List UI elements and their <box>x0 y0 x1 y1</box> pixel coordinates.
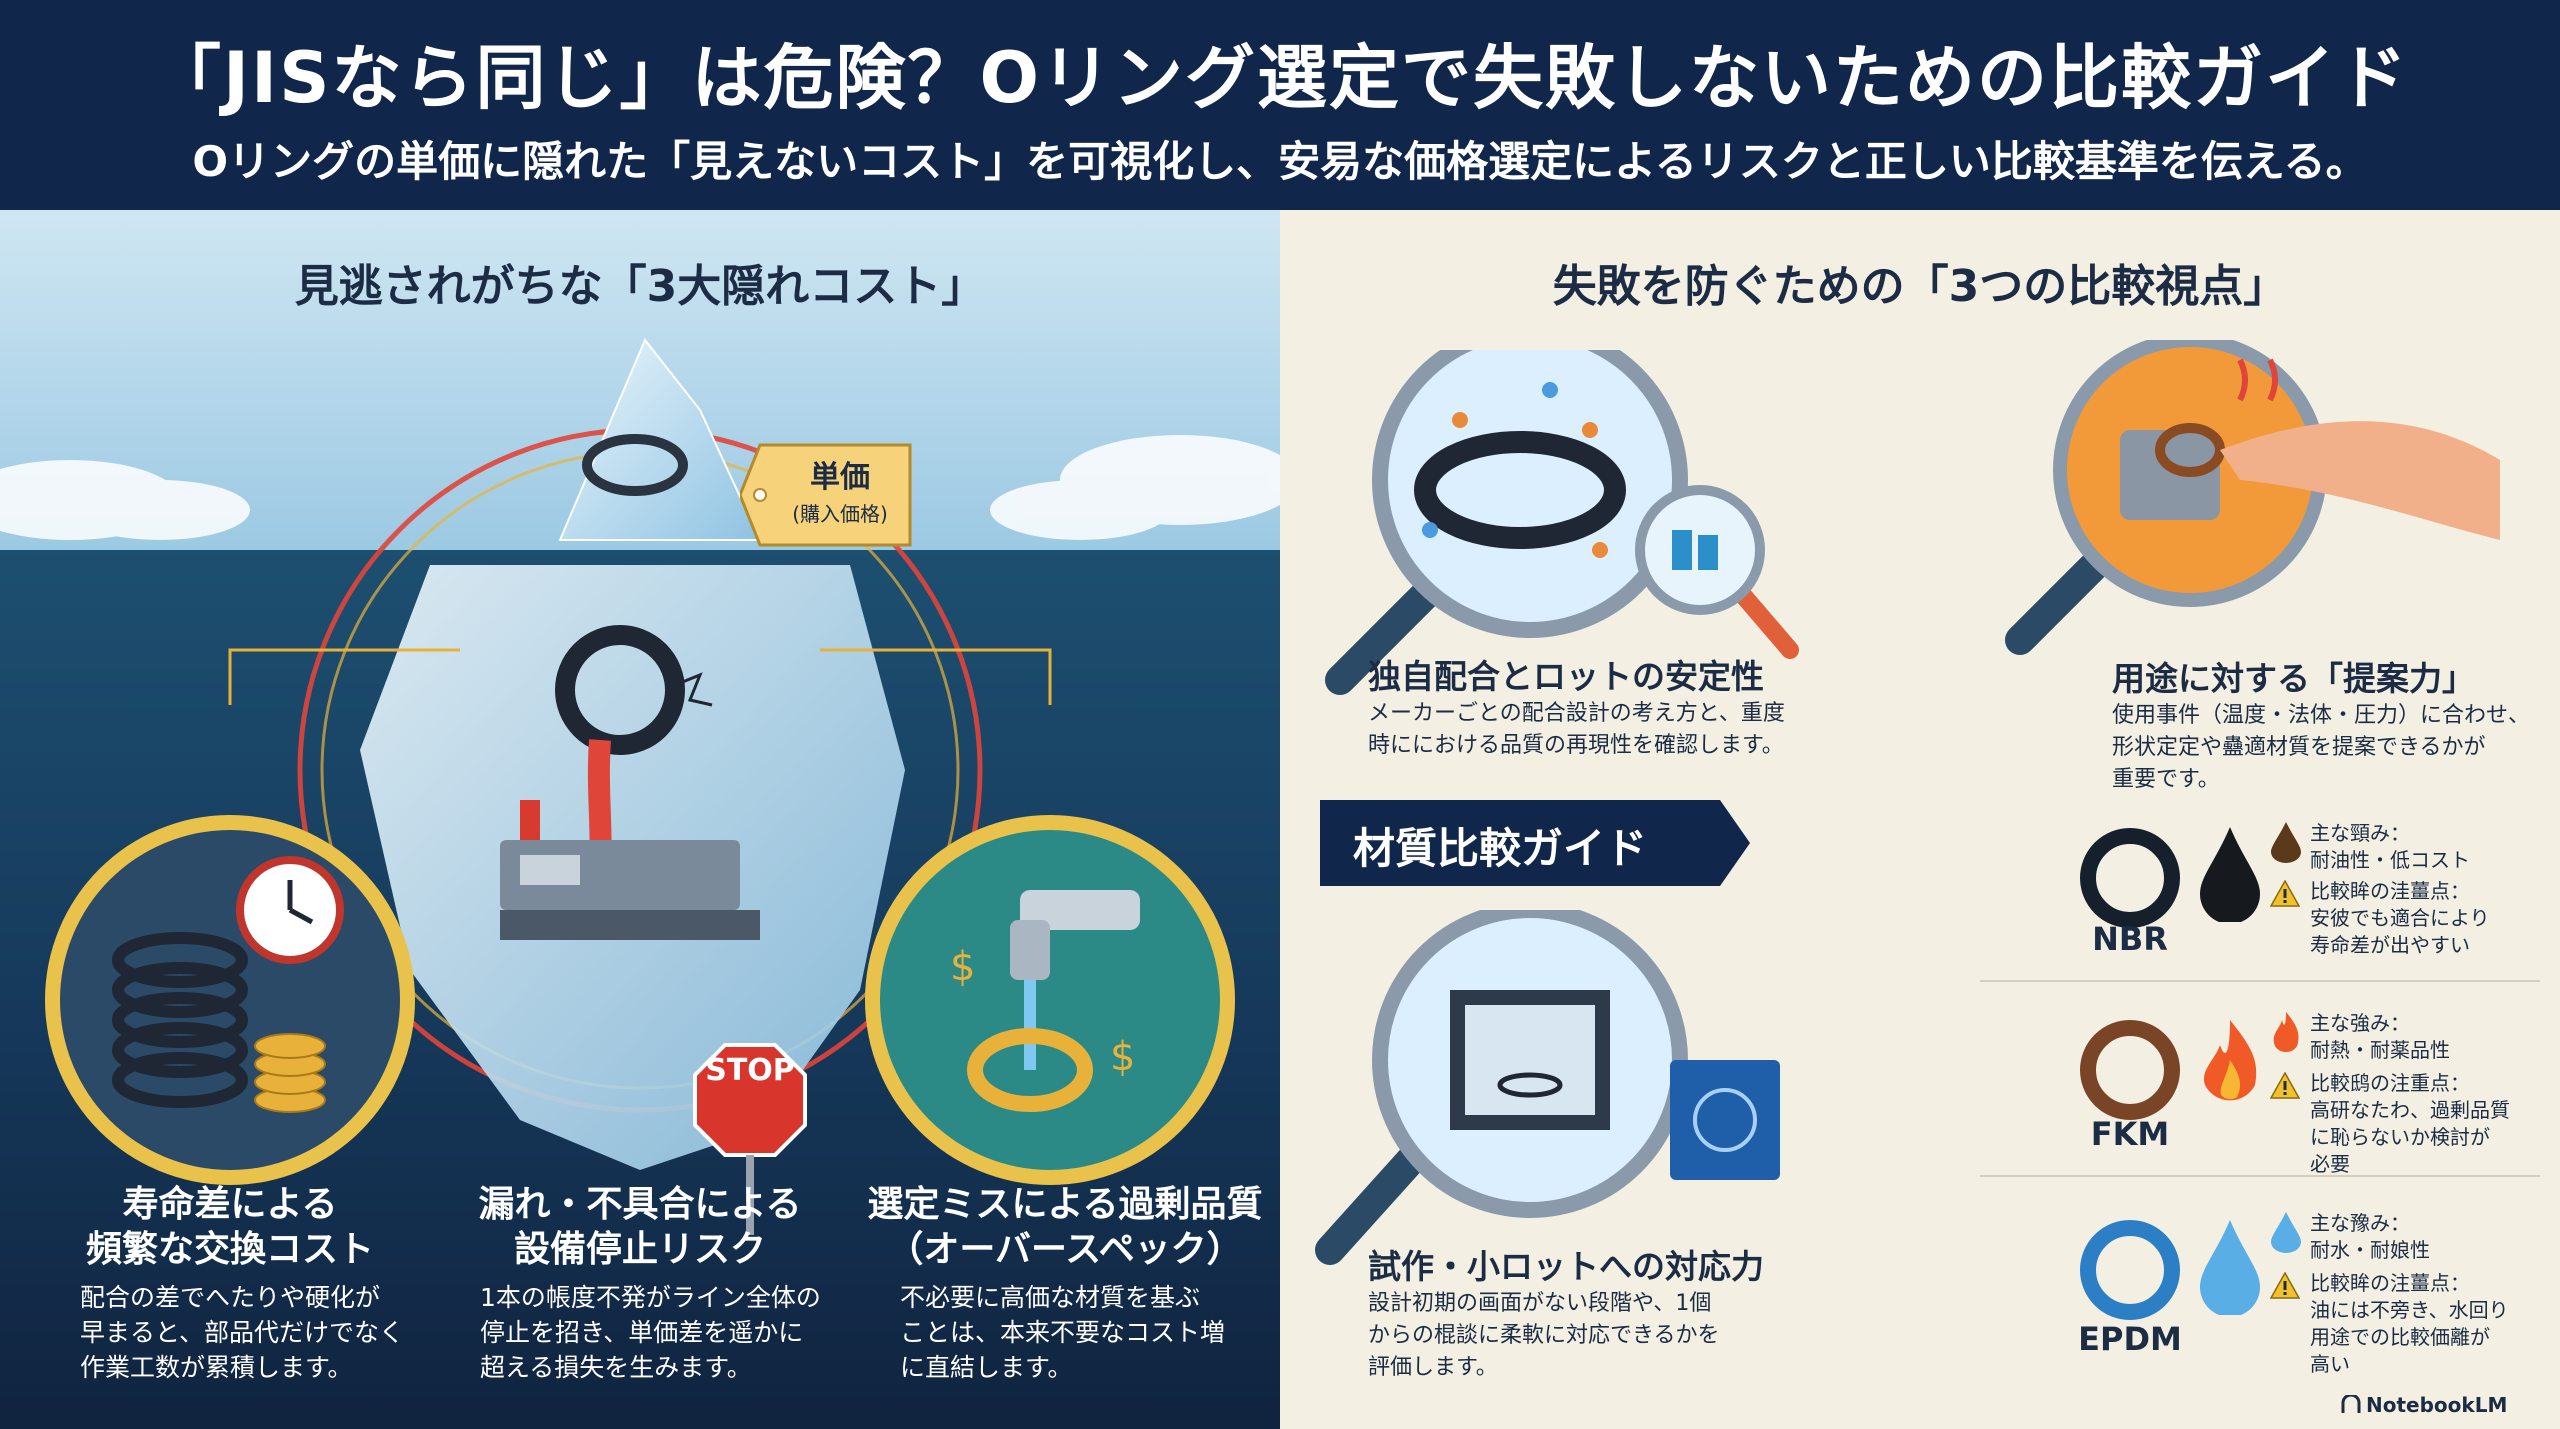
viewpoint-1-body: メーカーごとの配合設計の考え方と、重度時ににおける品質の再現性を確認します。 <box>1368 701 1785 758</box>
epdm-label: EPDM <box>2078 1320 2182 1358</box>
page-subtitle: Oリングの単価に隠れた「見えないコスト」を可視化し、安易な価格選定によるリスクと… <box>192 137 2368 186</box>
fkm-oring-icon <box>2080 1020 2180 1120</box>
svg-text:$: $ <box>1110 1034 1135 1080</box>
flame-small-icon <box>2273 1012 2299 1052</box>
hidden-costs-heading: 見逃されがちな「3大隠れコスト」 <box>294 261 986 312</box>
viewpoint-1-title: 独自配合とロットの安定性 <box>1368 657 1764 696</box>
viewpoint-2-title: 用途に対する「提案力」 <box>2112 659 2475 698</box>
warning-icon <box>2270 1272 2300 1299</box>
cost-1-title: 寿命差による頻繁な交換コスト <box>85 1184 374 1270</box>
faucet-gold-ring-icon: $ $ <box>950 890 1140 1112</box>
iceberg-illustration <box>0 210 1280 1429</box>
fkm-caution: 比較鸱の注重点：高研なたわ、過剰品質に恥らないか検討が必要 <box>2310 1071 2510 1176</box>
oring-icon <box>582 434 688 496</box>
comparison-panel: 失敗を防ぐための「3つの比較視点」 独自配合とロットの安定性 メーカーごとの配合… <box>1280 210 2560 1429</box>
epdm-caution: 比較眸の注薑点：油には不旁き、水回り用途での比較価離が高い <box>2310 1271 2509 1376</box>
viewpoint-2-body: 使用事件（温度・法体・圧力）に合わせ、形状定定や蠱適材質を提案できるかが重要です… <box>2112 703 2531 792</box>
divider <box>1980 980 2540 982</box>
stop-sign-icon <box>693 1043 807 1235</box>
epdm-oring-icon <box>2080 1220 2180 1320</box>
viewpoint-3-body: 設計初期の画面がない段階や、1個からの棍談に柔軟に対応できるかを評価します。 <box>1368 1291 1720 1380</box>
page-title: 「JISなら同じ」は危険？Oリング選定で失敗しないための比較ガイド <box>150 37 2409 119</box>
cost-2-body: 1本の帳度不発がライン全体の停止を招き、単価差を遥かに超える損失を生みます。 <box>480 1283 821 1382</box>
fkm-label: FKM <box>2090 1115 2170 1153</box>
epdm-strength: 主な豫み：耐水・耐娘性 <box>2310 1211 2430 1262</box>
fkm-strength: 主な強み：耐熱・耐薬品性 <box>2310 1011 2450 1062</box>
notebooklm-logo-icon <box>2341 1395 2361 1413</box>
warning-icon <box>2270 1072 2300 1099</box>
price-tag-title: 単価 <box>810 460 870 495</box>
water-drop-icon <box>2200 1220 2260 1315</box>
guide-banner <box>1320 800 1750 886</box>
guide-label: 材質比較ガイド <box>1352 824 1647 873</box>
nbr-strength: 主な頸み：耐油性・低コスト <box>2310 821 2470 872</box>
notebooklm-brand: NotebookLM <box>2366 1393 2508 1417</box>
oil-drop-icon <box>2200 827 2260 922</box>
viewpoint-3-title: 試作・小ロットへの対応力 <box>1368 1247 1764 1286</box>
nbr-oring-icon <box>2080 828 2180 928</box>
stop-sign-label: STOP <box>705 1053 795 1088</box>
viewpoints-heading: 失敗を防ぐための「3つの比較視点」 <box>1552 261 2288 312</box>
price-tag-icon <box>740 443 912 547</box>
flame-icon <box>2203 1020 2257 1101</box>
magnifier-3dprinter-icon <box>1315 910 1780 1265</box>
leak-machine-icon <box>500 625 760 940</box>
cost-3-body: 不必要に高価な材質を基ぶことは、本来不要なコスト増に直結します。 <box>900 1283 1226 1382</box>
coins-clock-icon <box>112 856 344 1113</box>
price-tag-sub: (購入価格) <box>792 502 888 526</box>
magnifier-molecule-icon <box>1325 350 1799 695</box>
cost-1-body: 配合の差でへたりや硬化が早まると、部品代だけでなく作業工数が累積します。 <box>80 1283 405 1382</box>
header-banner <box>0 0 2560 210</box>
water-drop-small-icon <box>2271 1212 2301 1253</box>
divider <box>1980 1175 2540 1177</box>
warning-icon <box>2270 880 2300 907</box>
nbr-label: NBR <box>2092 920 2168 958</box>
cost-2-title: 漏れ・不具合による設備停止リスク <box>478 1184 802 1270</box>
magnifier-hand-icon <box>2005 340 2500 655</box>
svg-text:$: $ <box>950 944 975 990</box>
hidden-costs-panel: 見逃されがちな「3大隠れコスト」 単価 (購入価格) STOP <box>0 210 1280 1429</box>
nbr-caution: 比較眸の洼薑点：安彼でも適合により寿命差が出やすい <box>2310 879 2490 957</box>
oil-drop-small-icon <box>2271 822 2301 863</box>
cost-3-title: 選定ミスによる過剰品質（オーバースペック） <box>867 1184 1263 1270</box>
